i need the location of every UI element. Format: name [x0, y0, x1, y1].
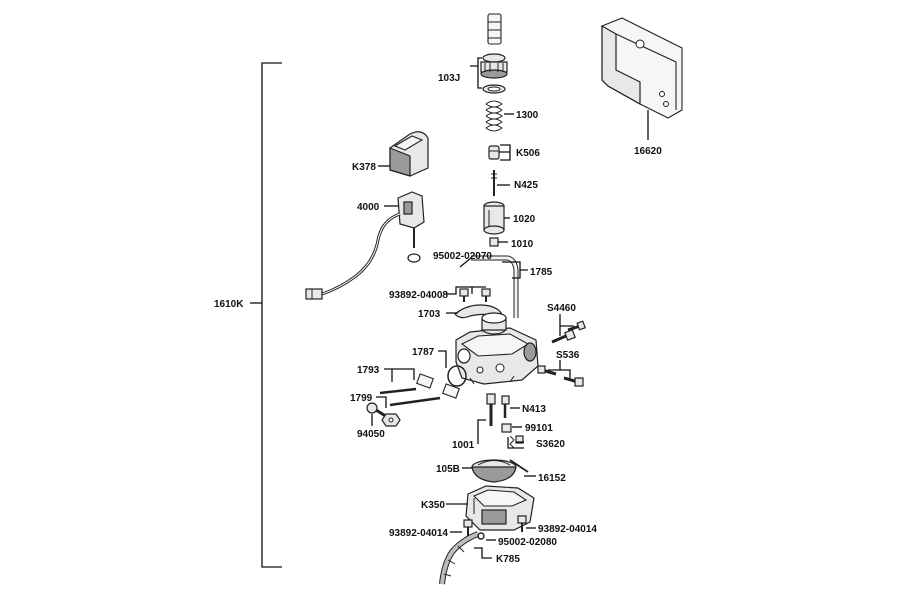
label-103j: 103J — [438, 73, 460, 84]
label-k506: K506 — [516, 148, 540, 159]
carburetor-body — [455, 312, 539, 385]
leader-1787 — [438, 350, 447, 368]
leader-95002-02070 — [459, 257, 472, 268]
label-s4460: S4460 — [547, 303, 576, 314]
label-1787: 1787 — [412, 347, 435, 358]
assembly-bracket — [250, 62, 282, 568]
label-k350: K350 — [421, 500, 445, 511]
float-bowl-k350 — [465, 485, 535, 531]
spring-s3620 — [509, 435, 524, 449]
hose-clip — [477, 532, 485, 540]
label-93892-04008: 93892-04008 — [389, 290, 448, 301]
throttle-cable-adjuster — [487, 13, 502, 45]
pilot-jet-n413 — [501, 395, 510, 418]
leader-103j — [470, 57, 482, 89]
bowl-screw-right — [517, 515, 527, 532]
label-n425: N425 — [514, 180, 538, 191]
label-s3620: S3620 — [536, 439, 565, 450]
auto-choke-4000 — [305, 191, 425, 300]
leader-s536 — [548, 360, 571, 378]
cap-gasket — [482, 84, 506, 94]
leader-1785 — [502, 261, 528, 279]
choke-cover-k378 — [389, 131, 429, 177]
label-1610k: 1610K — [214, 299, 244, 310]
studs-1793 — [379, 373, 460, 407]
heat-shield-16620 — [601, 17, 683, 119]
label-k785: K785 — [496, 554, 520, 565]
screw-pair-04008 — [459, 288, 491, 302]
label-1799: 1799 — [350, 393, 373, 404]
screw-set-s536 — [537, 365, 584, 387]
jet-needle — [491, 170, 497, 196]
bowl-screw-left — [463, 519, 473, 536]
label-1020: 1020 — [513, 214, 536, 225]
label-93892-04014-right: 93892-04014 — [538, 524, 597, 535]
label-94050: 94050 — [357, 429, 385, 440]
leader-s4460 — [559, 314, 574, 336]
needle-clip — [488, 145, 500, 160]
leader-1001 — [477, 419, 486, 444]
label-n413: N413 — [522, 404, 546, 415]
label-105b: 105B — [436, 464, 460, 475]
drain-hose-k785 — [439, 531, 480, 585]
leader-1799 — [376, 396, 387, 408]
label-95002-02070: 95002-02070 — [433, 251, 492, 262]
leader-s3620 — [507, 437, 524, 449]
slide-nut — [489, 237, 499, 247]
o-ring-1787 — [447, 365, 467, 387]
float-pin-16152 — [509, 459, 529, 473]
label-93892-04014-left: 93892-04014 — [389, 528, 448, 539]
label-1703: 1703 — [418, 309, 441, 320]
label-1300: 1300 — [516, 110, 539, 121]
main-jet-1001 — [486, 393, 496, 426]
label-95002-02080: 95002-02080 — [498, 537, 557, 548]
label-1001: 1001 — [452, 440, 475, 451]
idle-screw-99101 — [501, 423, 512, 433]
label-1010: 1010 — [511, 239, 534, 250]
label-k378: K378 — [352, 162, 376, 173]
label-1785: 1785 — [530, 267, 553, 278]
screw-set-s4460 — [551, 320, 586, 344]
label-16152: 16152 — [538, 473, 566, 484]
slide-spring — [485, 100, 503, 132]
leader-k785 — [474, 547, 492, 559]
label-s536: S536 — [556, 350, 580, 361]
top-cap — [480, 53, 508, 79]
label-1793: 1793 — [357, 365, 380, 376]
nut-94050 — [381, 413, 401, 427]
label-99101: 99101 — [525, 423, 553, 434]
leader-1793 — [384, 368, 415, 382]
leader-k506 — [499, 144, 511, 161]
label-16620: 16620 — [634, 146, 662, 157]
float-105b — [471, 459, 517, 483]
label-4000: 4000 — [357, 202, 380, 213]
throttle-slide — [483, 201, 505, 235]
leader-93892-04008 — [446, 286, 486, 295]
